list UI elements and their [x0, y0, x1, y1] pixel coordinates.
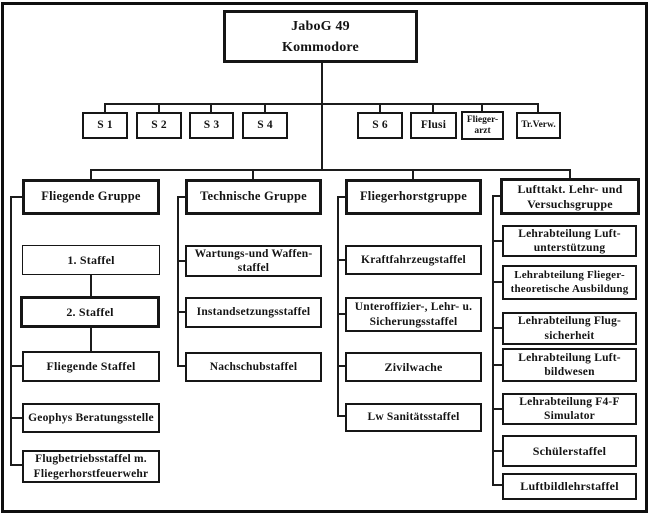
group-header-lufttakt-lehr-und-versuchsgruppe: Lufttakt. Lehr- und Versuchsgruppe: [500, 178, 640, 215]
connector-line: [90, 275, 92, 297]
connector-line: [492, 240, 502, 242]
connector-line: [177, 196, 179, 367]
connector-line: [337, 415, 345, 417]
connector-line: [90, 328, 92, 351]
connector-line: [91, 169, 570, 171]
connector-line: [105, 103, 539, 105]
staff-box-s2: S 2: [136, 112, 182, 139]
connector-line: [10, 417, 22, 419]
connector-line: [492, 195, 494, 486]
connector-line: [177, 260, 185, 262]
connector-line: [252, 169, 254, 180]
connector-line: [492, 484, 502, 486]
unit-box-schuelerstaffel: Schülerstaffel: [502, 435, 637, 467]
connector-line: [569, 169, 571, 179]
connector-line: [337, 196, 345, 198]
connector-line: [321, 63, 323, 171]
group-header-fliegende-gruppe: Fliegende Gruppe: [22, 179, 160, 215]
unit-box-wartungs-und-waffenstaffel: Wartungs-und Waffen- staffel: [185, 245, 322, 277]
unit-box-lehrabteilung-fliegertheoretische-ausbildung: Lehrabteilung Flieger- theoretische Ausb…: [502, 265, 637, 300]
connector-line: [10, 196, 12, 466]
unit-box-lehrabteilung-f4f-simulator: Lehrabteilung F4-F Simulator: [502, 393, 637, 425]
unit-box-luftbildlehrstaffel: Luftbildlehrstaffel: [502, 473, 637, 500]
unit-box-fliegende-staffel: Fliegende Staffel: [22, 351, 160, 382]
connector-line: [104, 103, 106, 113]
unit-box-flugbetriebsstaffel: Flugbetriebsstaffel m. Fliegerhorstfeuer…: [22, 450, 160, 483]
staff-box-s3: S 3: [189, 112, 234, 139]
connector-line: [492, 327, 502, 329]
unit-box-lw-sanitaetsstaffel: Lw Sanitätsstaffel: [345, 403, 482, 432]
connector-line: [177, 311, 185, 313]
unit-box-geophys-beratungsstelle: Geophys Beratungsstelle: [22, 403, 160, 433]
connector-line: [337, 365, 345, 367]
connector-line: [379, 103, 381, 113]
unit-box-lehrabteilung-luftbildwesen: Lehrabteilung Luft- bildwesen: [502, 348, 637, 382]
connector-line: [10, 365, 22, 367]
connector-line: [177, 196, 185, 198]
kommodore-box: JaboG 49 Kommodore: [223, 10, 418, 63]
unit-box-2-staffel: 2. Staffel: [20, 296, 160, 328]
connector-line: [210, 103, 212, 113]
connector-line: [90, 169, 92, 180]
connector-line: [481, 103, 483, 112]
connector-line: [264, 103, 266, 113]
group-header-technische-gruppe: Technische Gruppe: [185, 179, 322, 215]
connector-line: [412, 169, 414, 180]
unit-box-lehrabteilung-flugsicherheit: Lehrabteilung Flug- sicherheit: [502, 312, 637, 345]
connector-line: [432, 103, 434, 113]
staff-box-s4: S 4: [242, 112, 288, 139]
staff-box-fliegerarzt: Flieger- arzt: [461, 111, 504, 140]
connector-line: [492, 450, 502, 452]
staff-box-flusi: Flusi: [410, 112, 457, 139]
connector-line: [337, 196, 339, 417]
connector-line: [177, 365, 185, 367]
unit-box-unteroffizier-lehr-sicherungsstaffel: Unteroffizier-, Lehr- u. Sicherungsstaff…: [345, 297, 482, 332]
connector-line: [158, 103, 160, 113]
connector-line: [492, 195, 500, 197]
unit-box-lehrabteilung-luftunterstuetzung: Lehrabteilung Luft- unterstützung: [502, 225, 637, 257]
unit-box-1-staffel: 1. Staffel: [22, 245, 160, 275]
staff-box-s6: S 6: [357, 112, 403, 139]
staff-box-s1: S 1: [82, 112, 128, 139]
staff-box-trverw: Tr.Verw.: [516, 112, 561, 139]
unit-box-nachschubstaffel: Nachschubstaffel: [185, 352, 322, 382]
connector-line: [337, 313, 345, 315]
group-header-fliegerhorstgruppe: Fliegerhorstgruppe: [345, 179, 482, 215]
unit-box-kraftfahrzeugstaffel: Kraftfahrzeugstaffel: [345, 245, 482, 275]
connector-line: [10, 196, 22, 198]
connector-line: [492, 281, 502, 283]
unit-box-instandsetzungsstaffel: Instandsetzungsstaffel: [185, 297, 322, 328]
connector-line: [10, 464, 22, 466]
connector-line: [537, 103, 539, 113]
connector-line: [492, 364, 502, 366]
connector-line: [492, 408, 502, 410]
unit-box-zivilwache: Zivilwache: [345, 352, 482, 382]
connector-line: [337, 259, 345, 261]
